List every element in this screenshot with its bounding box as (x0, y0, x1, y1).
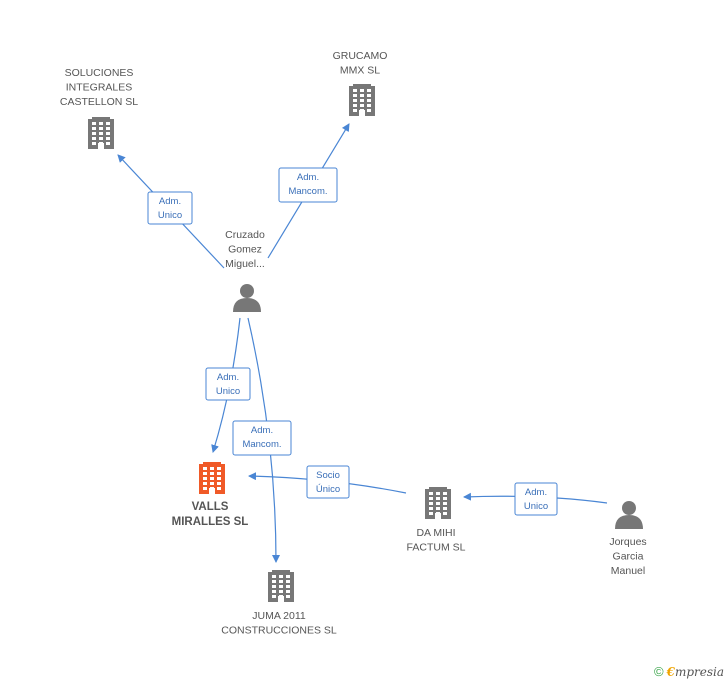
node-label: Cruzado (225, 229, 265, 241)
node-label: Manuel (611, 565, 645, 577)
node-label: GRUCAMO (333, 50, 388, 62)
edge-cruzado-to-grucamo: Adm. Mancom. (267, 123, 350, 259)
building-icon[interactable] (425, 487, 451, 519)
node-label: MIRALLES SL (172, 516, 249, 528)
node-cruzado[interactable]: CruzadoGomezMiguel... (225, 229, 265, 312)
node-label: MMX SL (340, 65, 380, 77)
edge-cruzado-to-valls: Adm. Unico (205, 317, 251, 453)
node-damihi[interactable]: DA MIHI FACTUM SL (407, 487, 466, 554)
building-icon[interactable] (268, 570, 294, 602)
node-label: INTEGRALES (66, 82, 133, 94)
copyright-symbol: © (653, 664, 664, 679)
edge-label-box[interactable] (147, 191, 193, 225)
edge-label-text: Adm. (297, 172, 319, 183)
edge-label-text: Único (316, 484, 340, 495)
edge-cruzado-to-soluciones: Adm. Unico (117, 154, 225, 269)
copyright-footer: ©€mpresia (654, 664, 724, 679)
node-label: SOLUCIONES (65, 67, 134, 79)
edge-label-text: Socio (316, 470, 340, 481)
edge-label-text: Unico (216, 386, 240, 397)
edge-jorques-to-damihi: Adm. Unico (463, 482, 608, 516)
edge-label-box[interactable] (514, 482, 558, 516)
node-label: CONSTRUCCIONES SL (221, 625, 337, 637)
node-soluciones[interactable]: SOLUCIONES INTEGRALES CASTELLON SL (60, 67, 138, 149)
edge-label-box[interactable] (205, 367, 251, 401)
edge-label-box[interactable] (278, 167, 338, 203)
brand-logo: €mpresia (666, 665, 724, 679)
node-grucamo[interactable]: GRUCAMO MMX SL (333, 50, 388, 116)
edge-label-text: Mancom. (288, 186, 327, 197)
edge-cruzado-to-juma: Adm. Mancom. (232, 317, 292, 563)
building-icon[interactable] (88, 117, 114, 149)
node-label: JUMA 2011 (252, 610, 306, 622)
node-label: Jorques (609, 536, 646, 548)
edge-label-text: Adm. (159, 196, 181, 207)
edge-label-text: Adm. (217, 372, 239, 383)
node-label: FACTUM SL (407, 542, 466, 554)
building-icon[interactable] (199, 462, 225, 494)
node-label: Miguel... (225, 258, 265, 270)
node-label: Gomez (228, 244, 262, 256)
edge-label-text: Unico (158, 210, 182, 221)
edge-label-box[interactable] (306, 465, 350, 499)
edge-label-box[interactable] (232, 420, 292, 456)
node-label: Garcia (613, 551, 644, 563)
person-icon[interactable] (233, 284, 261, 312)
building-icon[interactable] (349, 84, 375, 116)
edge-label-text: Unico (524, 501, 548, 512)
person-icon[interactable] (615, 501, 643, 529)
node-label: DA MIHI (416, 527, 455, 539)
node-label: VALLS (192, 501, 229, 513)
edge-label-text: Adm. (251, 425, 273, 436)
edge-label-text: Adm. (525, 487, 547, 498)
edge-label-text: Mancom. (242, 439, 281, 450)
node-label: CASTELLON SL (60, 96, 138, 108)
node-valls[interactable]: VALLS MIRALLES SL (172, 462, 249, 528)
